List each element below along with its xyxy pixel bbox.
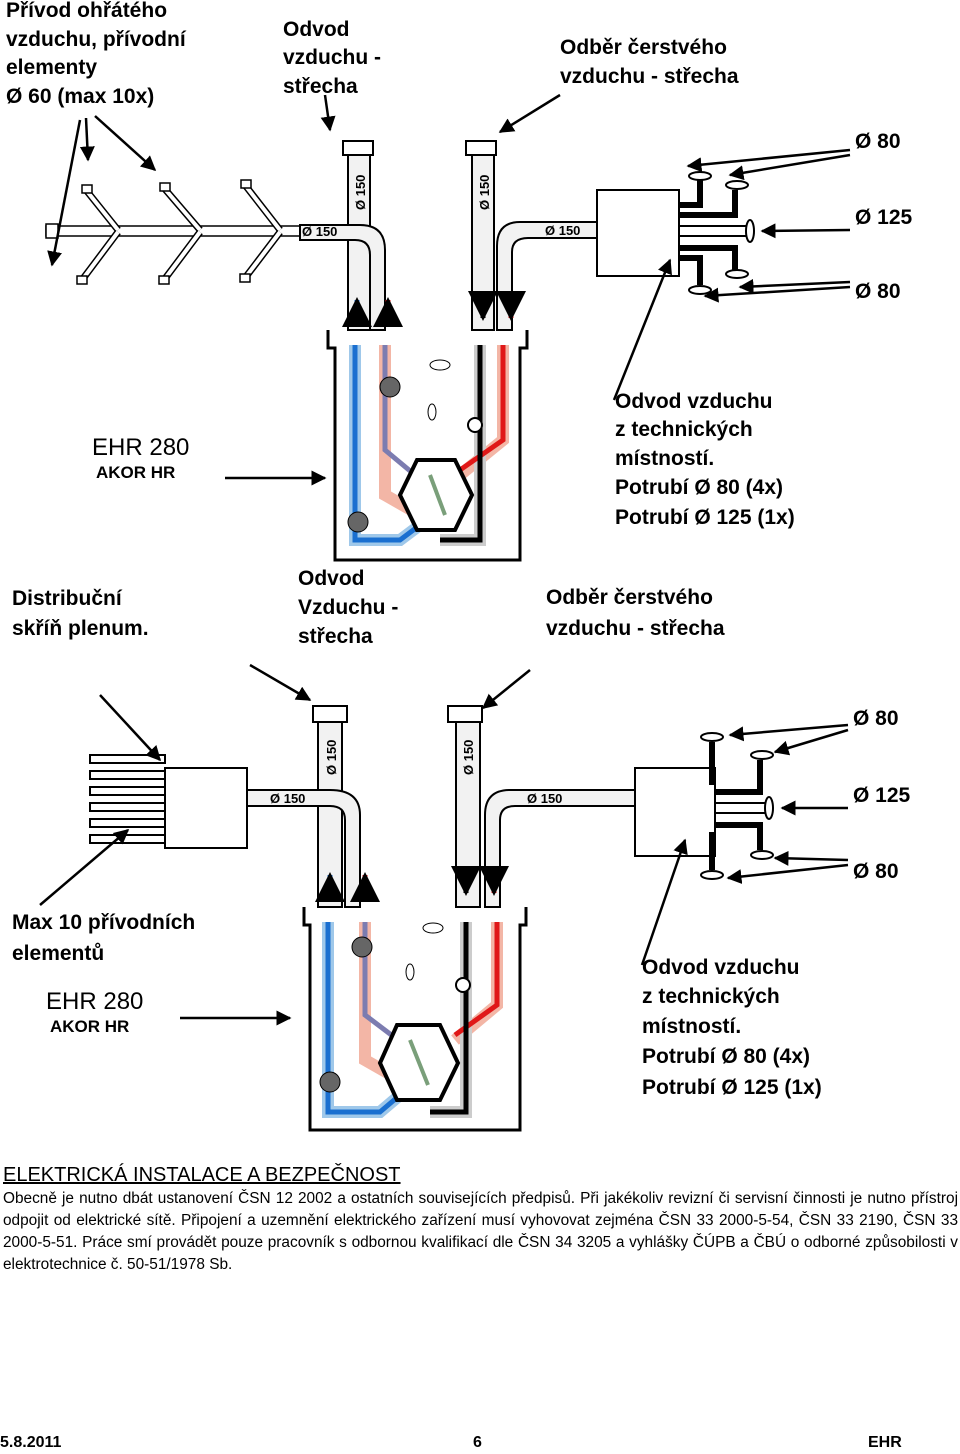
footer-date: 5.8.2011 <box>0 1434 62 1451</box>
fresh-air-roof-label: Odběr čerstvého vzduchu - střecha <box>546 586 725 640</box>
installation-diagrams: Přívod ohřátého vzduchu, přívodní elemen… <box>6 0 913 1132</box>
pipe-diameter-label: Ø 150 <box>324 740 339 775</box>
pipe-diameter-label: Ø 150 <box>353 175 368 210</box>
unit-model-label: EHR 280 <box>46 988 143 1015</box>
footer-brand: EHR <box>868 1434 902 1451</box>
technical-rooms-label: Odvod vzduchu z technických místností. P… <box>615 390 795 529</box>
unit-ghost-label: AKOR HR <box>96 463 175 482</box>
supply-branch-network <box>45 179 301 285</box>
supply-plenum-box <box>89 754 248 849</box>
fresh-pointer-arrow <box>498 93 561 134</box>
diameter-125-label: Ø 125 <box>853 784 911 807</box>
pipe-diameter-label: Ø 150 <box>545 223 580 238</box>
supply-pointer-arrows <box>47 115 157 267</box>
unit-ghost-label: AKOR HR <box>50 1017 129 1036</box>
pipe-diameter-label: Ø 150 <box>527 791 562 806</box>
supply-elements-label: Přívod ohřátého vzduchu, přívodní elemen… <box>6 0 192 108</box>
diameter-pointer-arrows <box>180 723 849 1026</box>
diameter-125-label: Ø 125 <box>855 206 913 229</box>
diameter-80-label: Ø 80 <box>853 860 899 883</box>
diameter-80-label: Ø 80 <box>855 280 901 303</box>
section-body-text: Obecně je nutno dbát ustanovení ČSN 12 2… <box>3 1190 958 1273</box>
fresh-air-roof-label: Odběr čerstvého vzduchu - střecha <box>560 36 739 88</box>
roof-pipes <box>246 705 636 908</box>
exhaust-pointer-arrow <box>320 94 336 132</box>
max-supply-elements-label: Max 10 přívodních elementů <box>12 911 201 965</box>
exhaust-roof-label: Odvod vzduchu - střecha <box>283 18 387 98</box>
plenum-pointer-arrows <box>39 663 531 906</box>
bottom-diagram: Distribuční skříň plenum. Odvod Vzduchu … <box>12 567 911 1132</box>
extract-plenum-box <box>634 732 774 880</box>
section-heading: ELEKTRICKÁ INSTALACE A BEZPEČNOST <box>3 1164 401 1186</box>
diameter-pointer-arrows <box>225 148 851 486</box>
pipe-diameter-label: Ø 150 <box>302 224 337 239</box>
footer-page-number: 6 <box>473 1434 482 1451</box>
unit-body <box>302 866 528 1132</box>
unit-body <box>326 291 529 562</box>
technical-rooms-label: Odvod vzduchu z technických místností. P… <box>642 956 822 1099</box>
unit-model-label: EHR 280 <box>92 434 189 461</box>
pipe-diameter-label: Ø 150 <box>270 791 305 806</box>
pipe-diameter-label: Ø 150 <box>461 740 476 775</box>
exhaust-roof-label: Odvod Vzduchu - střecha <box>298 567 404 648</box>
extract-plenum-box <box>596 171 755 295</box>
page-footer: 5.8.2011 6 EHR <box>0 1434 960 1454</box>
plenum-box-label: Distribuční skříň plenum. <box>12 587 149 640</box>
pipe-diameter-label: Ø 150 <box>477 175 492 210</box>
diameter-80-label: Ø 80 <box>855 130 901 153</box>
diameter-80-label: Ø 80 <box>853 707 899 730</box>
top-diagram: Přívod ohřátého vzduchu, přívodní elemen… <box>6 0 913 562</box>
